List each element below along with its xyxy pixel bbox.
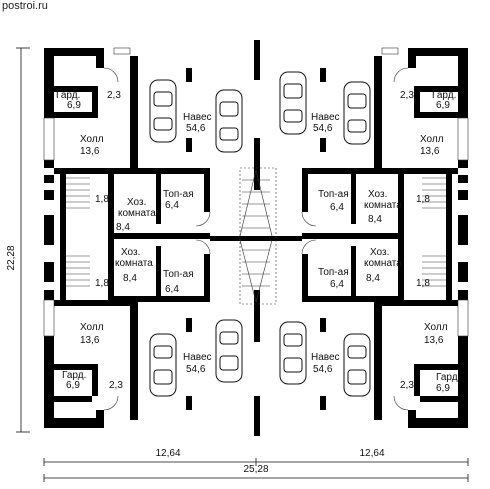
tr-hall-area: 13,6 [420,146,440,157]
bl-gard-name: Гард. [62,370,86,381]
tr-naves-name: Навес [311,112,340,123]
car-bl-1 [149,333,177,397]
br-stair-area: 1,8 [416,278,430,289]
dim-left-width: 12,64 [155,448,180,459]
tr-hoz-area: 8,4 [368,214,382,225]
tl-top-name: Топ-ая [163,189,194,200]
bl-top-name: Топ-ая [163,269,194,280]
watermark: postroi.ru [2,0,48,12]
car-br-1 [279,321,307,385]
thin-lines [43,47,469,411]
br-top-name: Топ-ая [318,267,349,278]
tl-hall-name: Холл [80,134,104,145]
br-hoz-name1: Хоз. [370,247,389,258]
car-tl-2 [215,89,243,153]
dim-total-height: 22,28 [6,245,17,270]
bl-hoz-name1: Хоз. [121,247,140,258]
tl-gard-area: 6,9 [67,100,81,111]
br-gard-name: Гард. [436,372,460,383]
tl-naves-area: 54,6 [186,123,206,134]
br-naves-name: Навес [311,352,340,363]
bl-hoz-name2: комната [115,258,153,269]
br-hall-area: 13,6 [424,335,444,346]
walls [44,40,468,436]
br-small-area: 2,3 [400,380,414,391]
tr-top-name: Топ-ая [318,189,349,200]
car-br-2 [343,333,371,397]
br-naves-area: 54,6 [313,364,333,375]
tr-stair-area: 1,8 [416,194,430,205]
dim-right-width: 12,64 [359,448,384,459]
br-gard-area: 6,9 [436,383,450,394]
tl-top-area: 6,4 [165,200,179,211]
tr-small-area: 2,3 [400,90,414,101]
car-bl-2 [215,319,243,383]
tr-top-area: 6,4 [330,202,344,213]
tr-hoz-name1: Хоз. [368,189,387,200]
tr-hall-name: Холл [420,134,444,145]
bl-top-area: 6,4 [165,284,179,295]
br-hoz-area: 8,4 [366,273,380,284]
bl-stair-area: 1,8 [95,278,109,289]
tl-stair-area: 1,8 [95,194,109,205]
bl-gard-area: 6,9 [66,380,80,391]
car-tr-1 [279,71,307,135]
bl-hoz-area: 8,4 [123,273,137,284]
bl-hall-name: Холл [80,322,104,333]
tr-naves-area: 54,6 [313,123,333,134]
dimension-lines [16,47,469,482]
tl-naves-name: Навес [183,112,212,123]
tl-hoz-name1: Хоз. [127,197,146,208]
tr-gard-name: Гард. [432,90,456,101]
tr-gard-area: 6,9 [436,100,450,111]
tl-hoz-name2: комната [118,208,156,219]
br-hall-name: Холл [424,322,448,333]
tr-hoz-name2: комната [364,200,402,211]
br-hoz-name2: комната [364,258,402,269]
tl-small-area: 2,3 [107,90,121,101]
bl-naves-name: Навес [183,352,212,363]
br-top-area: 6,4 [330,279,344,290]
bl-naves-area: 54,6 [186,364,206,375]
tl-hall-area: 13,6 [80,146,100,157]
car-tl-1 [149,79,177,143]
dim-total-width: 25,28 [243,464,268,475]
tl-gard-name: Гард. [56,90,80,101]
bl-small-area: 2,3 [109,380,123,391]
bl-hall-area: 13,6 [80,335,100,346]
car-tr-2 [343,81,371,145]
tl-hoz-area: 8,4 [116,222,130,233]
